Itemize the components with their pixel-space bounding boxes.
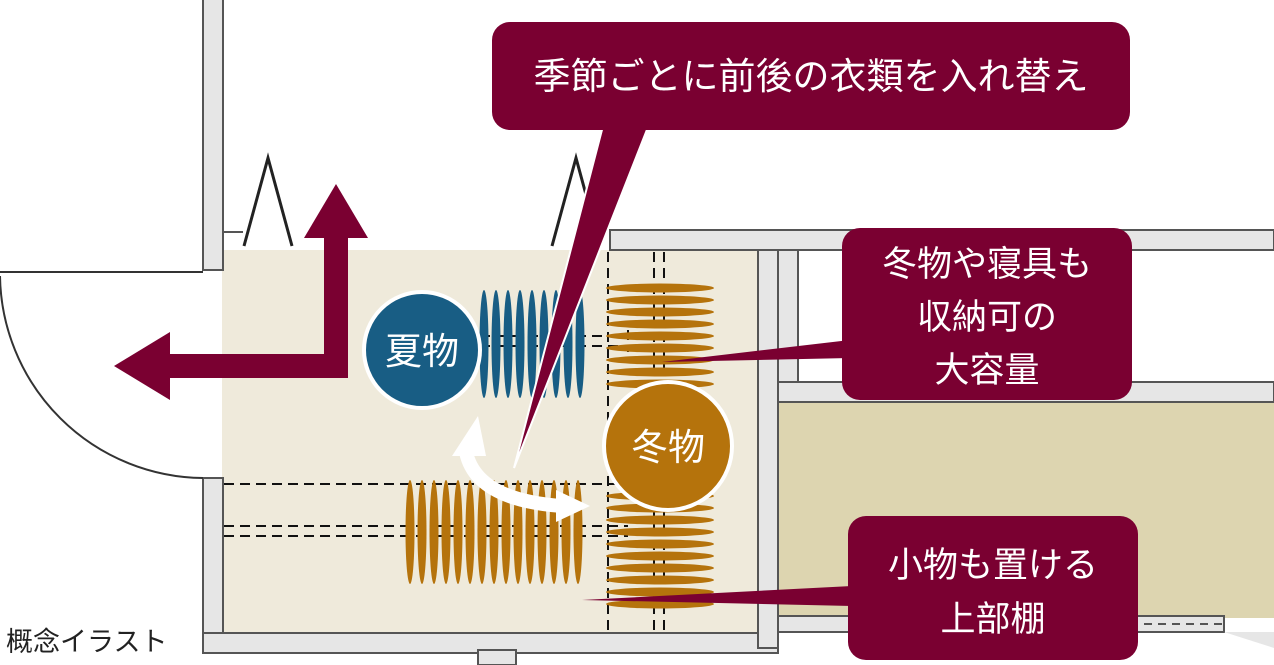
garment [606, 307, 714, 317]
sliding-door-mark [242, 152, 294, 247]
callout-capacity-line1: 冬物や寝具も [882, 245, 1092, 285]
callout-capacity-line3: 大容量 [934, 351, 1039, 391]
garment [465, 480, 475, 584]
winter-circle: 冬物 [602, 380, 734, 512]
door-swing-arc [0, 271, 204, 479]
garment [606, 587, 714, 597]
swap-arrow-icon [452, 416, 590, 522]
callout-capacity: 冬物や寝具も 収納可の 大容量 [662, 228, 1132, 400]
garment [527, 290, 537, 398]
floor-vent [477, 649, 517, 665]
concept-illustration-note: 概念イラスト [6, 627, 168, 658]
garment [606, 283, 714, 293]
winter-circle-label: 冬物 [631, 426, 705, 469]
garment [503, 290, 513, 398]
summer-circle: 夏物 [362, 290, 482, 410]
callout-capacity-line2: 収納可の [917, 298, 1057, 338]
right-closet-wall [757, 237, 779, 649]
garment [606, 367, 714, 377]
callout-swap: 季節ごとに前後の衣類を入れ替え [492, 22, 1130, 469]
callout-shelf-pointer [582, 586, 852, 606]
floor-wedge [1224, 632, 1274, 648]
exit-arrow-icon [114, 184, 368, 400]
garment [606, 527, 714, 537]
garment [441, 480, 451, 584]
callout-shelf-line2: 上部棚 [940, 600, 1045, 640]
garment [417, 480, 427, 584]
garment [429, 480, 439, 584]
garment [606, 319, 714, 329]
callout-shelf-line1: 小物も置ける [888, 546, 1098, 586]
garment [515, 290, 525, 398]
garment [477, 480, 487, 584]
garment [479, 290, 489, 398]
winter-clothes-lower [405, 480, 583, 584]
garment [606, 295, 714, 305]
garment [606, 563, 714, 573]
garment [606, 515, 714, 525]
garment [575, 290, 585, 398]
garment [501, 480, 511, 584]
garment [573, 480, 583, 584]
garment [489, 480, 499, 584]
garment [606, 575, 714, 585]
garment [491, 290, 501, 398]
winter-clothes-rack [606, 283, 714, 609]
garment [537, 480, 547, 584]
left-wall-lower [202, 477, 224, 651]
garment [606, 331, 714, 341]
garment [405, 480, 415, 584]
garment [606, 343, 714, 353]
callout-shelf: 小物も置ける 上部棚 [582, 516, 1138, 660]
summer-circle-label: 夏物 [385, 330, 459, 373]
garment [453, 480, 463, 584]
callout-swap-text: 季節ごとに前後の衣類を入れ替え [534, 55, 1089, 98]
garment [606, 539, 714, 549]
left-wall-upper [202, 0, 224, 271]
callout-capacity-pointer [662, 340, 850, 362]
garment [606, 355, 714, 365]
garment [606, 551, 714, 561]
inner-wall-vertical [777, 249, 799, 383]
summer-clothes [479, 290, 585, 398]
